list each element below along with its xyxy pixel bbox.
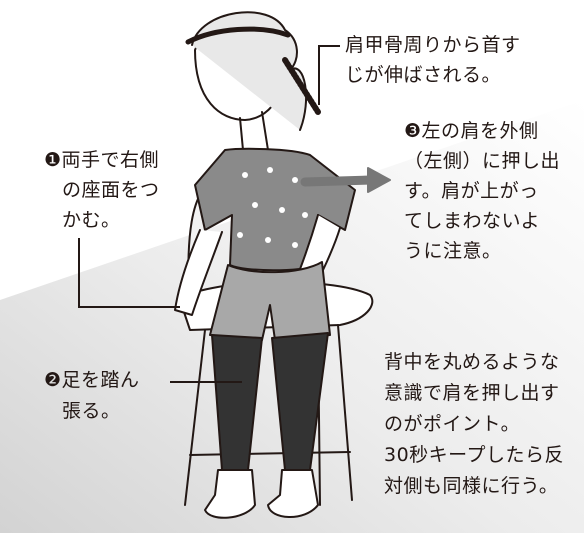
stool-leg-left xyxy=(185,330,205,505)
step1-note-line: の座面をつ xyxy=(44,175,160,205)
step3-note-line: す。肩が上がっ xyxy=(404,176,560,206)
left-sock xyxy=(205,470,255,518)
step3-note-line: （左側）に押し出 xyxy=(404,146,560,176)
stool-leg-right1 xyxy=(338,325,352,500)
tip-note-line: 30秒キープしたら反 xyxy=(384,440,564,471)
step1-leader-v xyxy=(78,238,80,306)
step3-note-line: うに注意。 xyxy=(404,236,560,266)
stool-rung xyxy=(190,452,350,455)
tip-note: 背中を丸めるような 意識で肩を押し出す のがポイント。 30秒キープしたら反 対… xyxy=(384,347,564,502)
step1-leader-h xyxy=(78,306,180,308)
step1-note-line: かむ。 xyxy=(44,205,160,235)
step2-note: ❷足を踏ん 張る。 xyxy=(44,365,140,427)
step3-note: ❸左の肩を外側 （左側）に押し出 す。肩が上がっ てしまわないよ うに注意。 xyxy=(404,116,560,266)
tip-note-line: 対側も同様に行う。 xyxy=(384,471,564,502)
neck-note: 肩甲骨周りから首す じが伸ばされる。 xyxy=(345,30,521,90)
left-leg xyxy=(212,335,262,470)
tip-note-line: 意識で肩を押し出す xyxy=(384,378,564,409)
step2-leader xyxy=(170,381,242,383)
neck-leader-h xyxy=(318,45,340,47)
right-sock xyxy=(268,470,318,517)
step2-note-line: ❷足を踏ん xyxy=(44,365,140,396)
neck-note-line: 肩甲骨周りから首す xyxy=(345,30,521,60)
step3-note-line: ❸左の肩を外側 xyxy=(404,116,560,146)
tip-note-line: 背中を丸めるような xyxy=(384,347,564,378)
neck-note-line: じが伸ばされる。 xyxy=(345,60,521,90)
step3-note-line: てしまわないよ xyxy=(404,206,560,236)
step2-note-line: 張る。 xyxy=(44,396,140,427)
push-arrow-icon xyxy=(305,180,372,182)
neck-leader-v xyxy=(318,45,320,105)
tip-note-line: のがポイント。 xyxy=(384,409,564,440)
step1-note-line: ❶両手で右側 xyxy=(44,145,160,175)
step1-note: ❶両手で右側 の座面をつ かむ。 xyxy=(44,145,160,235)
